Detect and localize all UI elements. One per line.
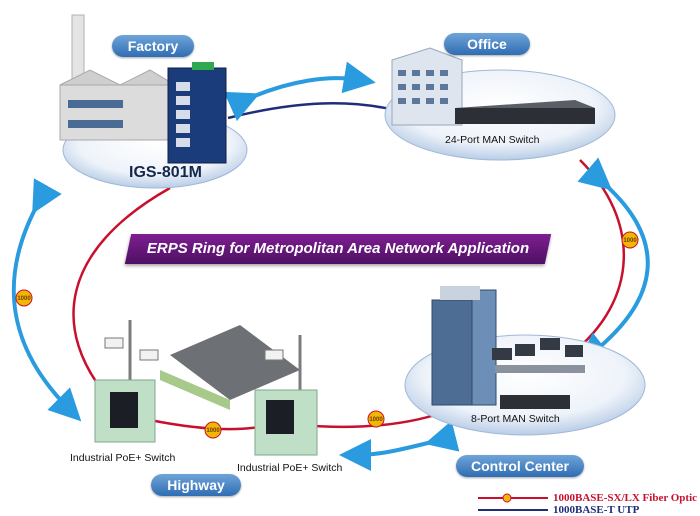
office-building [391, 47, 463, 126]
link-badge-text: 1000 [17, 296, 31, 302]
highway-switch-2-label: Industrial PoE+ Switch [237, 462, 343, 474]
diagram-title-banner: ERPS Ring for Metropolitan Area Network … [124, 234, 552, 264]
highway-switch-1-label: Industrial PoE+ Switch [70, 452, 176, 464]
highway-road [160, 325, 300, 410]
factory-building [59, 14, 177, 141]
control-room-desks [492, 338, 585, 373]
site-label-control-center: Control Center [456, 455, 584, 477]
link-badge-text: 1000 [206, 428, 220, 434]
site-label-office: Office [444, 33, 530, 55]
link-badge-text: 1000 [369, 417, 383, 423]
link-badge-text: 1000 [623, 238, 637, 244]
redundancy-arrows [11, 61, 650, 471]
link-badge-center: 1000 [367, 410, 385, 428]
legend-utp: 1000BASE-T UTP [553, 504, 640, 516]
8-port-switch [500, 395, 570, 409]
control-center-tower [431, 286, 497, 406]
cctv-cameras [104, 337, 284, 361]
diagram-title: ERPS Ring for Metropolitan Area Network … [146, 240, 530, 257]
legend-fiber: 1000BASE-SX/LX Fiber Optic [553, 492, 698, 504]
link-badge-bottom: 1000 [204, 421, 222, 439]
igs-801m-switch [167, 62, 227, 164]
link-badge-left: 1000 [15, 289, 33, 307]
control-switch-label: 8-Port MAN Switch [471, 413, 560, 425]
24-port-switch [455, 100, 595, 124]
highway-cabinet-1 [94, 379, 156, 443]
utp-link [227, 102, 396, 120]
site-label-highway: Highway [151, 474, 241, 496]
link-badge-right: 1000 [621, 231, 639, 249]
highway-cabinet-2 [254, 389, 318, 456]
factory-switch-model: IGS-801M [129, 164, 202, 181]
link-badges: 1000 1000 1000 1000 [15, 231, 639, 439]
legend-lines [478, 493, 548, 511]
site-label-factory: Factory [112, 35, 194, 57]
office-switch-label: 24-Port MAN Switch [445, 134, 540, 146]
